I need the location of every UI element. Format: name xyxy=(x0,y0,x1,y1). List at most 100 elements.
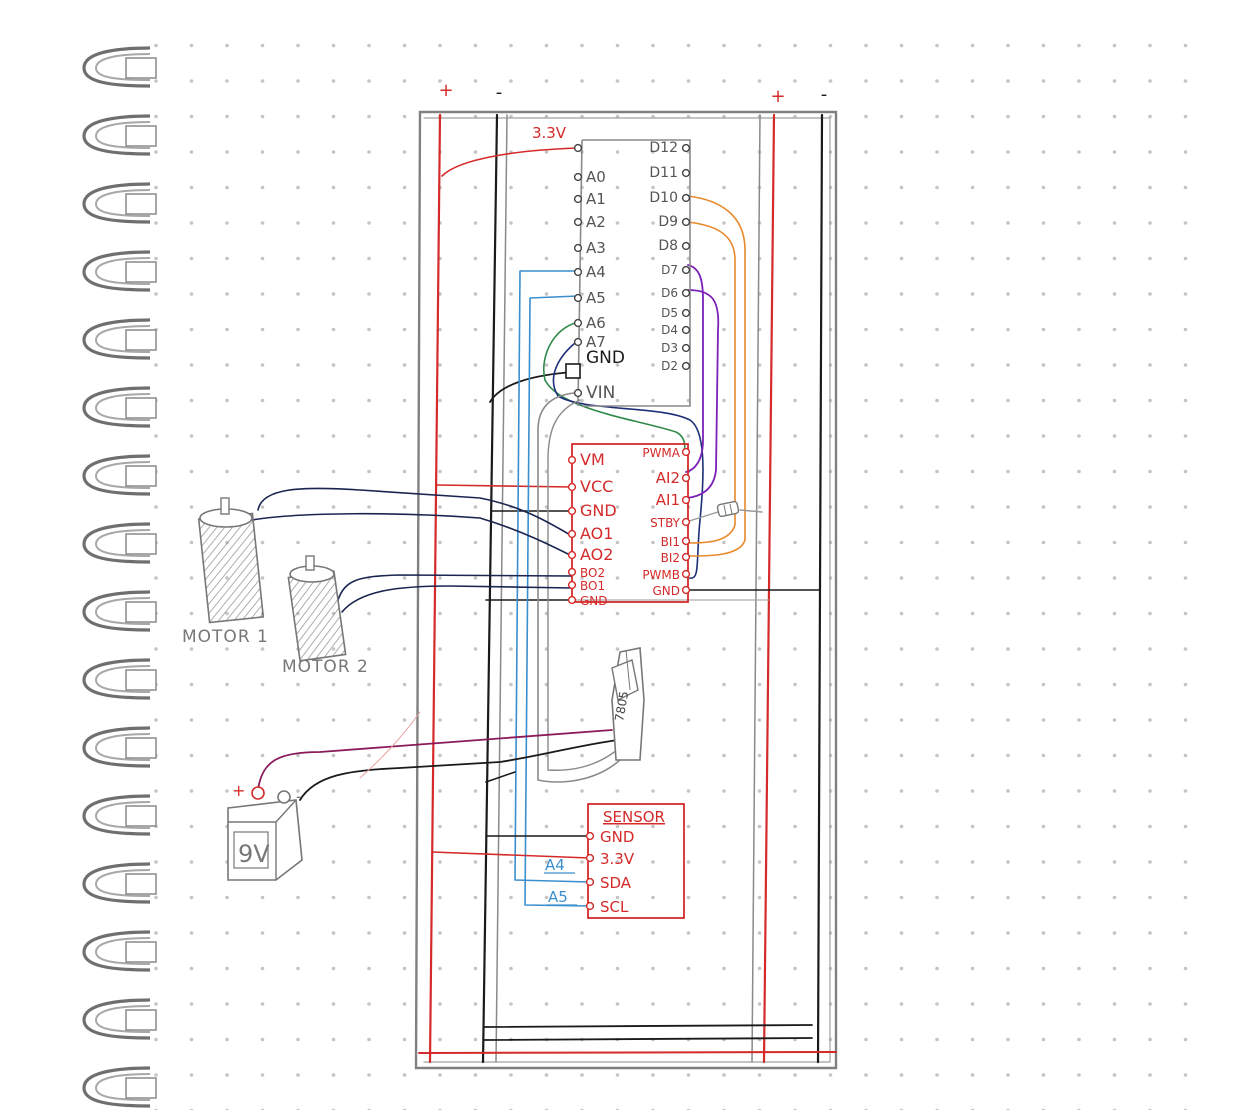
spiral-hole xyxy=(125,601,157,623)
wire-vcc-rail xyxy=(435,484,573,488)
spiral-ring-inner xyxy=(94,53,151,81)
spiral-ring-inner xyxy=(94,1073,151,1101)
battery-plus-sign: + xyxy=(232,781,245,800)
driver-pin-label: GND xyxy=(652,584,680,598)
wire-green xyxy=(543,321,686,453)
arduino-pin-dot xyxy=(573,143,583,153)
driver-pin-dot xyxy=(681,585,691,595)
spiral-ring xyxy=(82,862,151,904)
resistor-icon xyxy=(716,500,740,518)
motor-2 xyxy=(287,555,347,662)
driver-pin-label: AO2 xyxy=(580,545,613,564)
driver-pin-dot xyxy=(681,447,691,457)
arduino-pin-label: D4 xyxy=(661,323,678,337)
arduino-pin-label: D2 xyxy=(661,359,678,373)
spiral-ring-inner xyxy=(94,869,151,897)
spiral-hole xyxy=(125,873,157,895)
arduino-pin-label: A1 xyxy=(586,190,606,208)
right-minus-rail xyxy=(816,113,824,1064)
driver-pin-dot xyxy=(681,552,691,562)
spiral-ring xyxy=(82,454,151,496)
spiral-ring-inner xyxy=(94,461,151,489)
spiral-hole xyxy=(125,57,157,79)
arduino-pin-label: A5 xyxy=(586,289,606,307)
wire-purple-1 xyxy=(685,264,704,473)
arduino-pin-dot xyxy=(681,217,691,227)
driver-pin-label: STBY xyxy=(650,516,681,530)
wire-navy xyxy=(552,342,704,579)
spiral-ring-inner xyxy=(94,733,151,761)
spiral-hole xyxy=(125,533,157,555)
spiral-hole xyxy=(125,329,157,351)
driver-pin-dot xyxy=(567,595,577,605)
arduino-pin-dot xyxy=(681,241,691,251)
wire-motor2-a xyxy=(337,574,573,601)
arduino-pin-dot xyxy=(573,172,583,182)
arduino-pin-dot xyxy=(573,293,583,303)
wire-battery-minus xyxy=(299,739,619,801)
spiral-hole xyxy=(125,1009,157,1031)
spiral-hole xyxy=(125,941,157,963)
spiral-hole xyxy=(125,125,157,147)
arduino-pin-dot xyxy=(681,325,691,335)
battery-9v xyxy=(227,786,303,881)
driver-pin-label: GND xyxy=(580,594,608,608)
driver-pin-dot xyxy=(567,506,577,516)
spiral-ring-inner xyxy=(94,121,151,149)
arduino-pin-label: A0 xyxy=(586,168,606,186)
sensor-pin-dot xyxy=(585,853,595,863)
arduino-pin-label: A2 xyxy=(586,213,606,231)
driver-pin-dot xyxy=(681,473,691,483)
faint-sketch-line xyxy=(359,711,421,779)
driver-pin-label: VCC xyxy=(580,477,613,496)
driver-pin-dot xyxy=(567,482,577,492)
motor-2-label: MOTOR 2 xyxy=(282,657,369,677)
spiral-ring xyxy=(82,522,151,564)
rail-plus-right: + xyxy=(770,86,785,107)
wire-battery-plus xyxy=(257,729,613,791)
spiral-ring xyxy=(82,250,151,292)
spiral-ring-inner xyxy=(94,257,151,285)
arduino-pin-dot xyxy=(681,288,691,298)
arduino-pin-label: A4 xyxy=(586,263,606,281)
driver-pin-dot xyxy=(567,580,577,590)
arduino-pin-dot xyxy=(573,243,583,253)
wire-orange-2 xyxy=(687,221,736,544)
wire-vin-gray xyxy=(537,392,626,783)
regulator-label: 7805 xyxy=(612,690,631,723)
wires xyxy=(251,147,821,907)
arduino-pin-label: GND xyxy=(586,348,625,368)
sensor-title: SENSOR xyxy=(603,808,665,826)
driver-pin-label: GND xyxy=(580,501,617,520)
spiral-ring xyxy=(82,114,151,156)
driver-pin-dot xyxy=(681,517,691,527)
spiral-ring xyxy=(82,794,151,836)
sensor-pin-label: SDA xyxy=(600,874,632,892)
spiral-ring xyxy=(82,386,151,428)
arduino-pin-dot xyxy=(573,267,583,277)
spiral-hole xyxy=(125,397,157,419)
battery-label: 9V xyxy=(238,840,270,868)
spiral-ring-inner xyxy=(94,393,151,421)
spiral-ring-inner xyxy=(94,937,151,965)
dot-grid xyxy=(150,20,1200,1110)
spiral-ring xyxy=(82,318,151,360)
wire-sensor-3v3 xyxy=(431,851,591,859)
driver-pin-label: BO1 xyxy=(580,579,605,593)
wire-motor2-b xyxy=(341,585,573,613)
driver-pin-label: PWMB xyxy=(642,568,680,582)
spiral-hole xyxy=(125,1077,157,1099)
spiral-ring xyxy=(82,46,151,88)
arduino-pin-label: A3 xyxy=(586,239,606,257)
battery-minus-sign: - xyxy=(296,787,302,806)
spiral-hole xyxy=(125,805,157,827)
rail-minus-left: - xyxy=(496,82,503,103)
driver-pin-label: AI1 xyxy=(656,491,680,509)
spiral-hole xyxy=(125,261,157,283)
left-plus-rail xyxy=(428,113,442,1064)
rail-plus-left: + xyxy=(438,80,453,101)
sensor-pin-dot xyxy=(585,877,595,887)
